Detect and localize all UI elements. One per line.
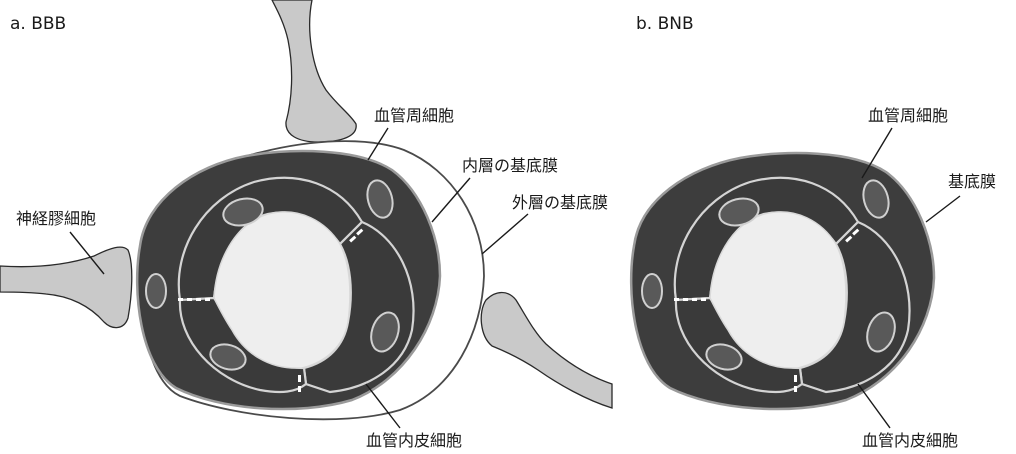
label-outer-basement-membrane: 外層の基底膜: [512, 193, 608, 212]
tight-junction: [794, 375, 797, 382]
tight-junction: [794, 386, 797, 392]
tight-junction: [196, 298, 201, 301]
tight-junction: [692, 298, 697, 301]
endothelial-nucleus: [642, 274, 662, 308]
label-glial-cell: 神経膠細胞: [16, 209, 96, 228]
endothelial-nucleus: [146, 274, 166, 308]
label-pericyte: 血管周細胞: [374, 106, 454, 125]
leader-line-outer-bm: [482, 214, 528, 254]
panel-bbb-title: a. BBB: [10, 14, 66, 34]
leader-line-endothelial: [858, 384, 890, 428]
glial-process-right: [481, 293, 612, 409]
leader-line-basement-membrane: [926, 196, 960, 222]
tight-junction: [298, 375, 301, 382]
tight-junction: [205, 298, 210, 301]
glial-process-left: [0, 247, 132, 327]
tight-junction: [674, 298, 679, 301]
label-endothelial-cell: 血管内皮細胞: [366, 431, 462, 449]
panel-bnb-title: b. BNB: [636, 14, 694, 34]
tight-junction: [298, 386, 301, 392]
label-basement-membrane: 基底膜: [948, 172, 996, 191]
panel-bbb: a. BBB: [0, 0, 612, 449]
label-pericyte: 血管周細胞: [868, 106, 948, 125]
tight-junction: [187, 298, 192, 301]
panel-bnb: b. BNB 血管周細胞 基底膜 血管内皮細胞: [631, 14, 996, 449]
tight-junction: [178, 298, 183, 301]
label-endothelial-cell: 血管内皮細胞: [862, 431, 958, 449]
tight-junction: [683, 298, 688, 301]
tight-junction: [701, 298, 706, 301]
label-inner-basement-membrane: 内層の基底膜: [462, 156, 558, 175]
glial-process-top: [272, 0, 356, 142]
